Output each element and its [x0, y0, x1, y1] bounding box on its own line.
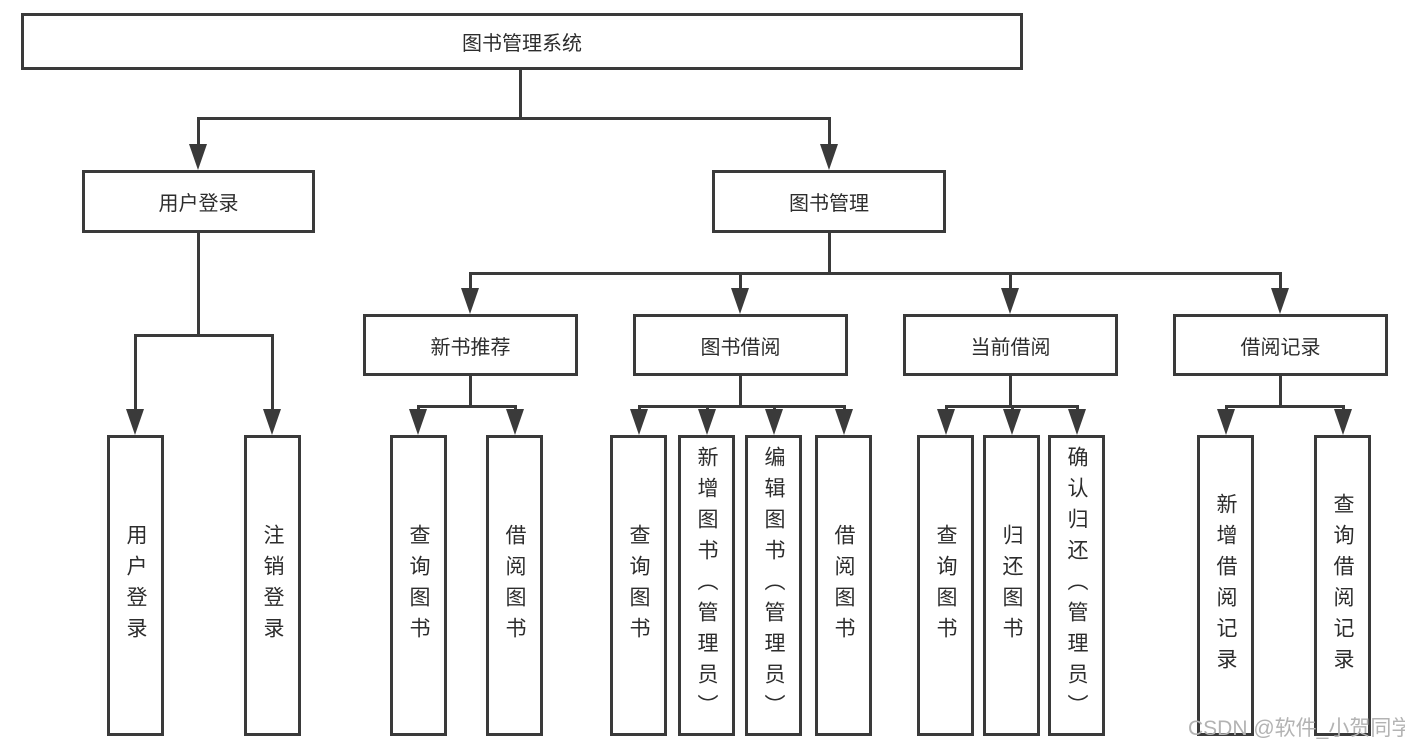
node-label: 新书推荐	[430, 336, 511, 359]
connector-line	[945, 405, 948, 412]
connector-line	[197, 117, 200, 146]
node-label: 图书管理	[789, 193, 869, 215]
node-label: 注销登录	[261, 523, 284, 648]
group-node-new-book-recommend: 新书推荐	[363, 314, 578, 376]
leaf-node-user-login: 用户登录	[107, 435, 164, 736]
connector-line	[1225, 405, 1345, 408]
connector-line	[469, 272, 472, 290]
group-node-book-borrow: 图书借阅	[633, 314, 848, 376]
arrow-down-icon	[506, 409, 524, 435]
node-label: 借阅记录	[1240, 336, 1321, 359]
arrow-down-icon	[126, 409, 144, 435]
root-node-library-system: 图书管理系统	[21, 13, 1023, 70]
connector-line	[197, 117, 831, 120]
node-label: 编辑图书（管理员）	[762, 446, 785, 725]
node-label: 查询借阅记录	[1331, 492, 1354, 679]
arrow-down-icon	[1068, 409, 1086, 435]
node-label: 查询图书	[627, 523, 650, 648]
connector-line	[638, 405, 846, 408]
connector-line	[271, 334, 274, 411]
node-label: 确认归还（管理员）	[1065, 446, 1088, 725]
leaf-node-add-borrow-record: 新增借阅记录	[1197, 435, 1254, 736]
arrow-down-icon	[937, 409, 955, 435]
arrow-down-icon	[189, 144, 207, 170]
connector-line	[134, 334, 274, 337]
connector-line	[739, 376, 742, 408]
node-label: 用户登录	[158, 193, 239, 215]
node-label: 图书借阅	[700, 336, 781, 359]
leaf-node-borrow-book: 借阅图书	[815, 435, 872, 736]
leaf-node-query-book: 查询图书	[610, 435, 667, 736]
arrow-down-icon	[1334, 409, 1352, 435]
node-label: 当前借阅	[970, 336, 1051, 359]
connector-line	[1225, 405, 1228, 412]
arrow-down-icon	[765, 409, 783, 435]
arrow-down-icon	[409, 409, 427, 435]
node-label: 查询图书	[934, 523, 957, 648]
node-label: 借阅图书	[832, 523, 855, 648]
branch-node-user-login: 用户登录	[82, 170, 315, 233]
arrow-down-icon	[263, 409, 281, 435]
arrow-down-icon	[1271, 288, 1289, 314]
connector-line	[1009, 376, 1012, 408]
arrow-down-icon	[698, 409, 716, 435]
arrow-down-icon	[1003, 409, 1021, 435]
connector-line	[773, 405, 776, 412]
arrow-down-icon	[461, 288, 479, 314]
leaf-node-logout: 注销登录	[244, 435, 301, 736]
connector-line	[469, 376, 472, 408]
leaf-node-borrow-book: 借阅图书	[486, 435, 543, 736]
arrow-down-icon	[731, 288, 749, 314]
leaf-node-edit-book-admin: 编辑图书（管理员）	[745, 435, 802, 736]
arrow-down-icon	[835, 409, 853, 435]
connector-line	[417, 405, 517, 408]
connector-line	[843, 405, 846, 412]
node-label: 图书管理系统	[462, 33, 582, 55]
connector-line	[417, 405, 420, 412]
connector-line	[828, 117, 831, 146]
connector-line	[1011, 405, 1014, 412]
connector-line	[1342, 405, 1345, 412]
connector-line	[706, 405, 709, 412]
connector-line	[469, 272, 1281, 275]
node-label: 新增图书（管理员）	[695, 446, 718, 725]
branch-node-book-management: 图书管理	[712, 170, 946, 233]
connector-line	[1009, 272, 1012, 290]
arrow-down-icon	[820, 144, 838, 170]
connector-line	[828, 233, 831, 275]
connector-line	[1076, 405, 1079, 412]
leaf-node-query-borrow-record: 查询借阅记录	[1314, 435, 1371, 736]
node-label: 查询图书	[407, 523, 430, 648]
leaf-node-add-book-admin: 新增图书（管理员）	[678, 435, 735, 736]
arrow-down-icon	[1217, 409, 1235, 435]
node-label: 新增借阅记录	[1214, 492, 1237, 679]
connector-line	[1279, 272, 1282, 290]
leaf-node-confirm-return-admin: 确认归还（管理员）	[1048, 435, 1105, 736]
arrow-down-icon	[1001, 288, 1019, 314]
connector-line	[638, 405, 641, 412]
connector-line	[197, 233, 200, 337]
arrow-down-icon	[630, 409, 648, 435]
connector-line	[519, 69, 522, 118]
node-label: 借阅图书	[503, 523, 526, 648]
connector-line	[739, 272, 742, 290]
connector-line	[514, 405, 517, 412]
connector-line	[1279, 376, 1282, 408]
leaf-node-query-book: 查询图书	[390, 435, 447, 736]
group-node-borrow-record: 借阅记录	[1173, 314, 1388, 376]
connector-line	[134, 334, 137, 411]
node-label: 用户登录	[124, 523, 147, 648]
node-label: 归还图书	[1000, 523, 1023, 648]
group-node-current-borrow: 当前借阅	[903, 314, 1118, 376]
leaf-node-return-book: 归还图书	[983, 435, 1040, 736]
leaf-node-query-book: 查询图书	[917, 435, 974, 736]
csdn-watermark: CSDN @软件_小贺同学	[1188, 717, 1405, 740]
